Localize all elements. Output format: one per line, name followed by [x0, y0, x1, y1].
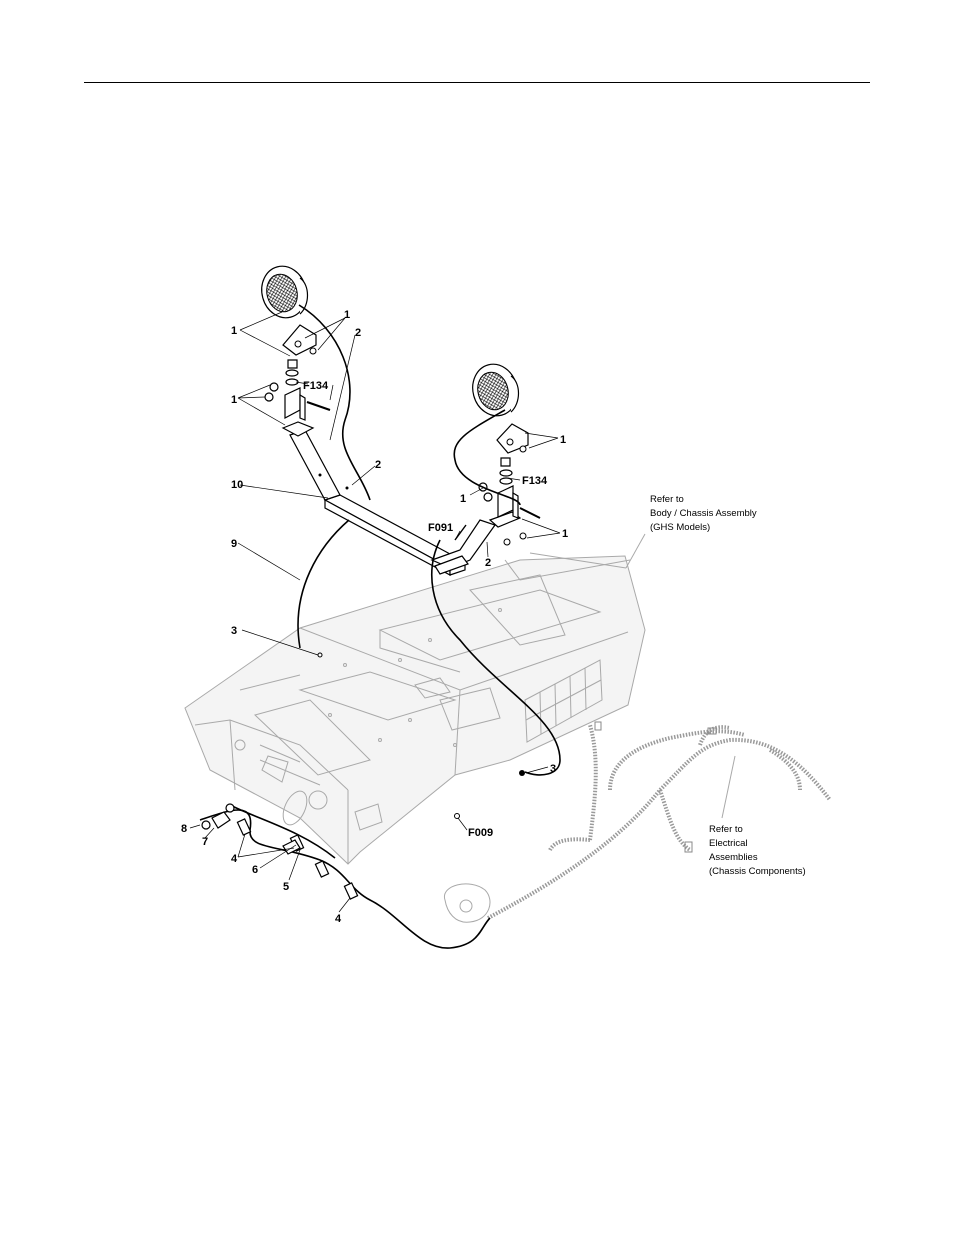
body-note-line-2: Body / Chassis Assembly	[650, 508, 757, 519]
callout-5: 5	[283, 881, 289, 893]
callout-3-right: 3	[550, 763, 556, 775]
callout-1-top-mid: 1	[344, 309, 350, 321]
callout-2-right: 2	[485, 557, 491, 569]
callout-4-left: 4	[231, 853, 238, 865]
callout-1-top-left: 1	[231, 325, 237, 337]
electrical-note-leader	[722, 756, 735, 818]
left-light-brackets	[265, 325, 330, 420]
callout-f091: F091	[428, 522, 453, 534]
left-work-light	[256, 261, 312, 323]
callout-7: 7	[202, 836, 208, 848]
electrical-note-line-3: Assemblies	[709, 852, 758, 863]
callout-8: 8	[181, 823, 187, 835]
body-chassis-note: Refer to Body / Chassis Assembly (GHS Mo…	[650, 494, 757, 533]
body-note-leader-2	[626, 534, 645, 568]
callout-4-right: 4	[335, 913, 342, 925]
callout-f134-left: F134	[303, 380, 329, 392]
body-note-line-1: Refer to	[650, 494, 684, 505]
callout-f009: F009	[468, 827, 493, 839]
callout-1-right-bottom: 1	[562, 528, 568, 540]
callout-1-left-bracket: 1	[231, 394, 237, 406]
electrical-note: Refer to Electrical Assemblies (Chassis …	[709, 824, 806, 877]
callout-f134-right: F134	[522, 475, 548, 487]
callout-1-right-mid: 1	[460, 493, 466, 505]
wiring-harness-ghost	[488, 722, 830, 918]
callout-2-top: 2	[355, 327, 361, 339]
callout-6: 6	[252, 864, 258, 876]
electrical-note-line-1: Refer to	[709, 824, 743, 835]
callout-1-right-top: 1	[560, 434, 566, 446]
right-work-light	[467, 359, 523, 421]
callout-3-left: 3	[231, 625, 237, 637]
electrical-note-line-4: (Chassis Components)	[709, 866, 806, 877]
body-note-line-3: (GHS Models)	[650, 522, 710, 533]
callout-10: 10	[231, 479, 243, 491]
electrical-note-line-2: Electrical	[709, 838, 748, 849]
callout-2-mid: 2	[375, 459, 381, 471]
callout-9: 9	[231, 538, 237, 550]
